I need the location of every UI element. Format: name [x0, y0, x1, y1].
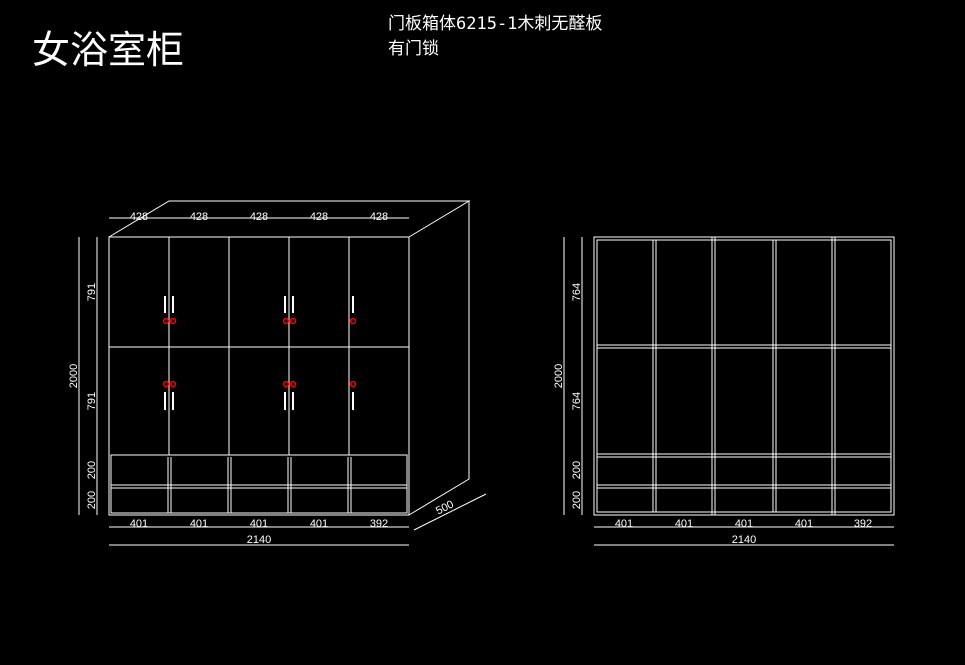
- total-height-label: 2000: [68, 364, 80, 388]
- height-label: 200: [86, 461, 98, 479]
- bottom-width-label: 401: [130, 518, 148, 530]
- back-view: [563, 236, 895, 546]
- back-height-label: 764: [571, 283, 583, 301]
- depth-label: 500: [434, 498, 456, 517]
- lock-note: 有门锁: [388, 39, 439, 59]
- back-total-height-label: 2000: [553, 364, 565, 388]
- top-width-label: 428: [250, 211, 268, 223]
- cabinet-front-outline: [108, 236, 410, 516]
- back-width-label: 401: [615, 518, 633, 530]
- cabinet-top-face: [108, 200, 471, 238]
- frame-inner: [596, 239, 892, 513]
- height-label: 200: [86, 491, 98, 509]
- dimension-lines: [78, 217, 487, 546]
- back-width-label: 401: [675, 518, 693, 530]
- back-height-label: 200: [571, 461, 583, 479]
- bottom-width-label: 401: [310, 518, 328, 530]
- back-height-label: 200: [571, 491, 583, 509]
- top-width-label: 428: [190, 211, 208, 223]
- frame-outline: [593, 236, 895, 516]
- bottom-width-label: 401: [190, 518, 208, 530]
- top-width-label: 428: [370, 211, 388, 223]
- frame-columns: [652, 237, 836, 515]
- cabinet-side-face: [408, 201, 470, 516]
- height-label: 791: [86, 392, 98, 410]
- back-height-label: 764: [571, 392, 583, 410]
- door-handles: [164, 296, 354, 410]
- drawer-band: [110, 454, 408, 514]
- height-label: 791: [86, 283, 98, 301]
- back-width-label: 401: [795, 518, 813, 530]
- top-width-label: 428: [130, 211, 148, 223]
- dimension-lines: [563, 237, 894, 546]
- back-width-label: 392: [854, 518, 872, 530]
- front-view: [78, 200, 487, 546]
- back-width-label: 401: [735, 518, 753, 530]
- bottom-width-label: 392: [370, 518, 388, 530]
- frame-rows: [597, 344, 891, 489]
- total-width-label: 2140: [247, 534, 271, 546]
- top-width-label: 428: [310, 211, 328, 223]
- bottom-width-label: 401: [250, 518, 268, 530]
- back-total-width-label: 2140: [732, 534, 756, 546]
- door-locks: [162, 317, 357, 388]
- material-note: 门板箱体6215-1木刺无醛板: [388, 14, 603, 34]
- drawer-columns: [167, 457, 352, 513]
- drawing-title: 女浴室柜: [32, 28, 185, 72]
